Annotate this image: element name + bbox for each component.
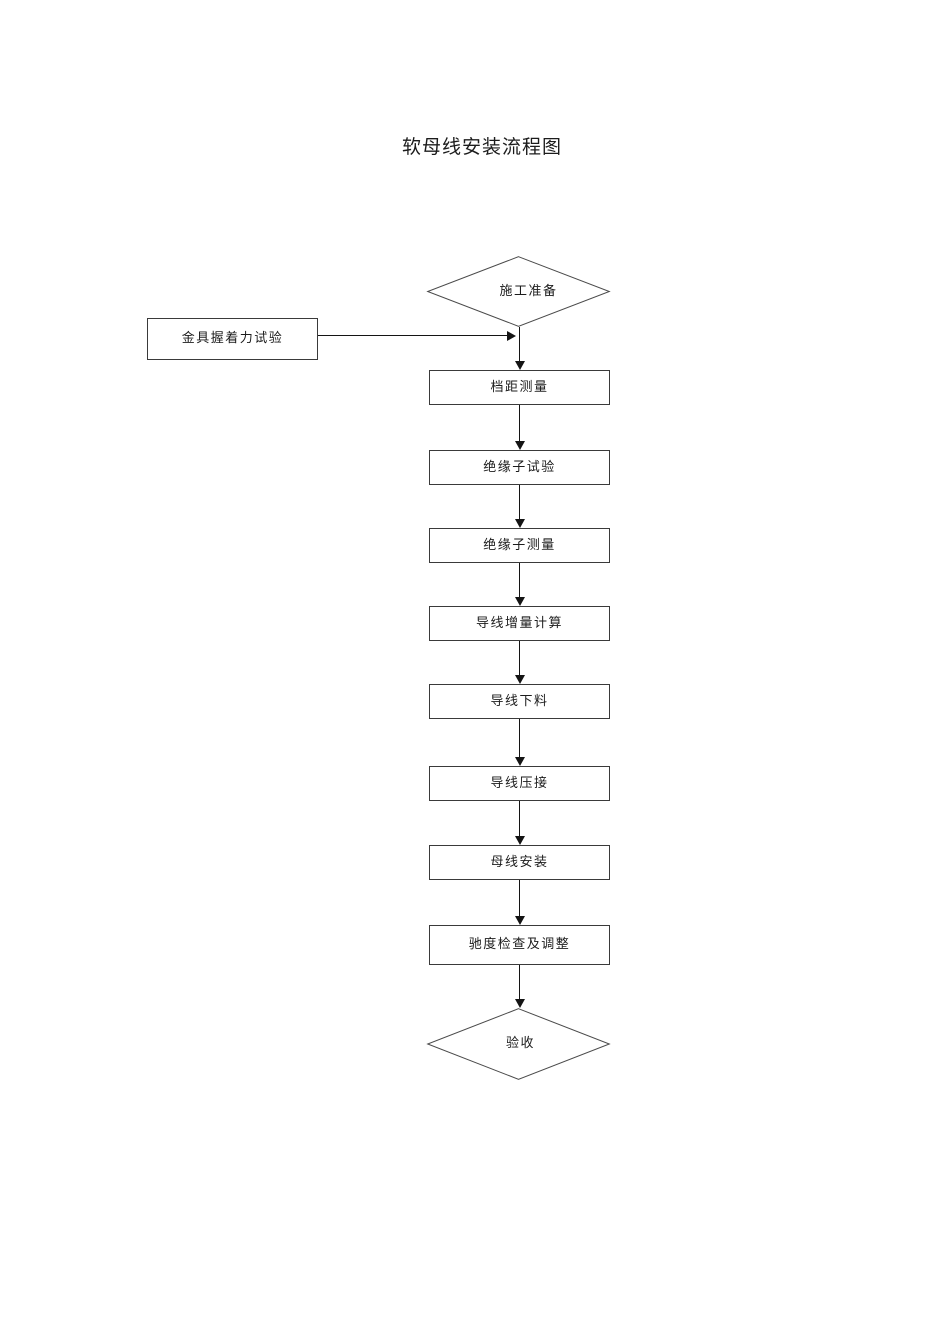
edge-sag-check-to-acceptance [518, 965, 521, 1001]
page-title: 软母线安装流程图 [401, 136, 562, 158]
edge-insulator-test-to-measurement [518, 485, 521, 521]
node-label: 导线下料 [490, 693, 549, 709]
node-label: 绝缘子测量 [483, 537, 556, 553]
arrowhead-down-icon [514, 757, 525, 766]
node-label: 导线增量计算 [475, 615, 563, 631]
node-label: 金具握着力试验 [181, 331, 284, 346]
node-busbar-installation[interactable]: 母线安装 [429, 845, 610, 880]
node-insulator-measurement[interactable]: 绝缘子测量 [429, 528, 610, 563]
edge-crimping-to-busbar [518, 801, 521, 838]
node-acceptance[interactable]: 验收 [426, 1008, 611, 1080]
edge-fitting-test-to-trunk [318, 335, 514, 337]
node-insulator-test[interactable]: 绝缘子试验 [429, 450, 610, 485]
node-label: 驰度检查及调整 [468, 937, 571, 952]
arrowhead-right-icon [507, 330, 516, 341]
node-label: 导线压接 [490, 775, 549, 791]
arrowhead-down-icon [514, 675, 525, 684]
edge-cutting-to-crimping [518, 719, 521, 759]
edge-increment-to-cutting [518, 641, 521, 677]
node-label: 验收 [505, 1036, 535, 1051]
arrowhead-down-icon [514, 361, 525, 370]
node-sag-check-and-adjustment[interactable]: 驰度检查及调整 [429, 925, 610, 965]
edge-busbar-to-sag-check [518, 880, 521, 918]
node-span-measurement[interactable]: 档距测量 [429, 370, 610, 405]
node-label: 施工准备 [499, 283, 558, 299]
edge-insulator-measurement-to-increment [518, 563, 521, 599]
diamond-shape [426, 1008, 611, 1080]
arrowhead-down-icon [514, 597, 525, 606]
arrowhead-down-icon [514, 999, 525, 1008]
node-conductor-cutting[interactable]: 导线下料 [429, 684, 610, 719]
node-construction-preparation[interactable]: 施工准备 [426, 256, 611, 327]
diamond-shape [426, 256, 611, 327]
node-label: 母线安装 [490, 854, 549, 870]
node-conductor-crimping[interactable]: 导线压接 [429, 766, 610, 801]
node-label: 绝缘子试验 [483, 459, 556, 475]
node-fitting-grip-strength-test[interactable]: 金具握着力试验 [147, 318, 318, 360]
node-label: 档距测量 [490, 379, 549, 395]
arrowhead-down-icon [514, 441, 525, 450]
arrowhead-down-icon [514, 836, 525, 845]
edge-start-to-span-measurement [518, 327, 521, 363]
arrowhead-down-icon [514, 519, 525, 528]
edge-span-to-insulator-test [518, 405, 521, 443]
arrowhead-down-icon [514, 916, 525, 925]
node-conductor-increment-calculation[interactable]: 导线增量计算 [429, 606, 610, 641]
